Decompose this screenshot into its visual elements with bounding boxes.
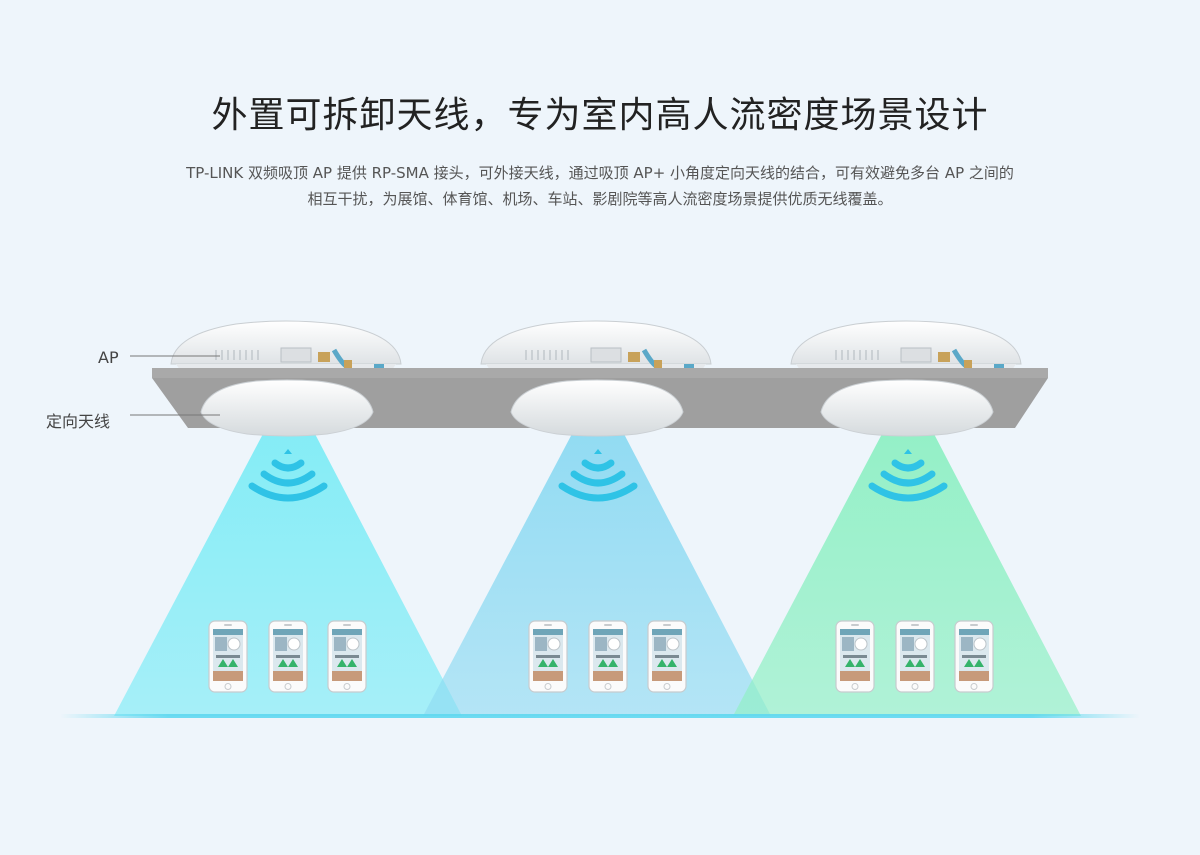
phone-client (208, 620, 248, 693)
directional-antenna (820, 379, 994, 437)
directional-antenna (200, 379, 374, 437)
directional-antenna (510, 379, 684, 437)
ceiling-ap (171, 321, 401, 371)
coverage-beam (733, 432, 1081, 716)
phone-client (647, 620, 687, 693)
floor-line (60, 714, 1140, 718)
description-line-1: TP-LINK 双频吸顶 AP 提供 RP-SMA 接头，可外接天线，通过吸顶 … (186, 164, 1014, 182)
phone-client (895, 620, 935, 693)
phone-client (327, 620, 367, 693)
ceiling-ap (481, 321, 711, 371)
phone-client (835, 620, 875, 693)
page-title: 外置可拆卸天线，专为室内高人流密度场景设计 (211, 95, 989, 136)
phone-client (268, 620, 308, 693)
page-description: TP-LINK 双频吸顶 AP 提供 RP-SMA 接头，可外接天线，通过吸顶 … (110, 160, 1090, 212)
phone-client (588, 620, 628, 693)
description-line-2: 相互干扰，为展馆、体育馆、机场、车站、影剧院等高人流密度场景提供优质无线覆盖。 (307, 190, 893, 208)
antenna-label: 定向天线 (46, 412, 111, 431)
phone-client (954, 620, 994, 693)
phone-client (528, 620, 568, 693)
coverage-beam (114, 432, 462, 716)
ap-label: AP (98, 348, 119, 367)
ceiling-ap (791, 321, 1021, 371)
